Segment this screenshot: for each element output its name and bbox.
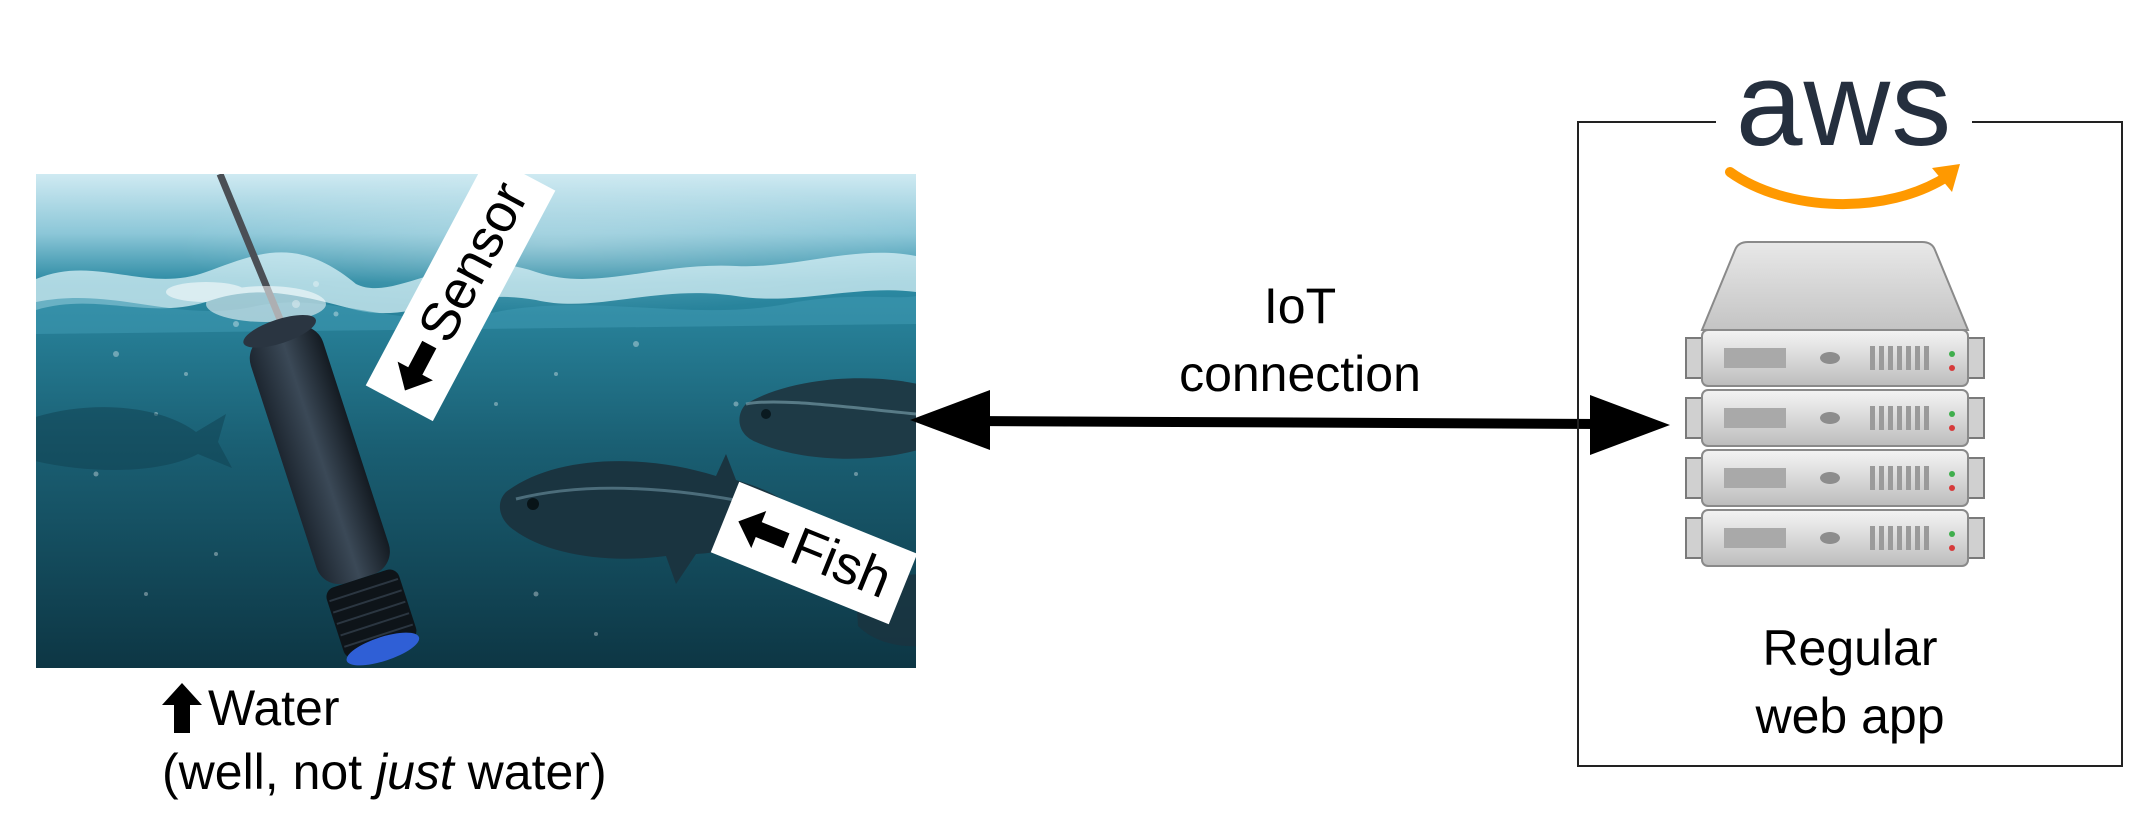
water-caption: Water (well, not just water) [162, 676, 607, 804]
iot-label-line2: connection [1179, 346, 1421, 402]
aws-smile-icon [1725, 164, 1960, 209]
arrow-left-icon [397, 340, 437, 391]
arrow-left-icon [738, 511, 790, 549]
server-unit [1685, 449, 1985, 507]
server-unit [1685, 329, 1985, 387]
salmon-center [499, 454, 781, 584]
water-caption-line2: (well, not just water) [162, 740, 607, 804]
web-app-label-line2: web app [1755, 688, 1945, 744]
water-note-emphasis: just [375, 744, 454, 800]
web-app-label-line1: Regular [1762, 620, 1938, 676]
salmon-right [739, 378, 916, 459]
iot-label-line1: IoT [1263, 278, 1337, 334]
fish-tag: Fish [710, 481, 918, 625]
arrow-up-icon [162, 683, 202, 733]
web-app-label: Regular web app [1650, 614, 2050, 750]
aws-logo-text: aws [1735, 37, 1953, 171]
server-rack-icon [1685, 241, 1985, 567]
sensor-tag: Sensor [365, 154, 556, 422]
water-note-suffix: water) [453, 744, 607, 800]
water-sensor-probe [243, 314, 420, 666]
server-unit [1685, 509, 1985, 567]
water-caption-line1: Water [162, 676, 607, 740]
server-unit [1685, 389, 1985, 447]
iot-connection-arrow [910, 390, 1670, 455]
water-note-prefix: (well, not [162, 744, 376, 800]
water-label: Water [208, 680, 340, 736]
aws-logo: aws [1716, 37, 1972, 218]
iot-connection-label: IoT connection [1140, 272, 1460, 408]
